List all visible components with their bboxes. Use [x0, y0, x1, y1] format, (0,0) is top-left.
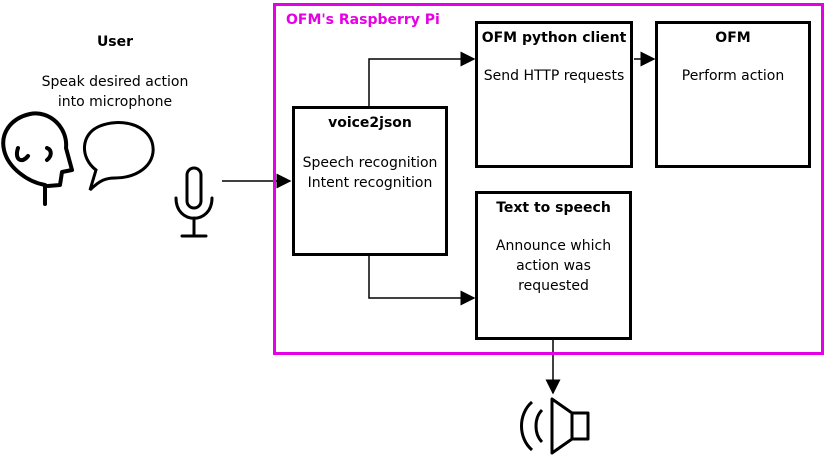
voice2json-line2: Intent recognition: [307, 175, 433, 191]
voice2json-title: voice2json: [328, 115, 412, 131]
tts-line2: action was: [516, 258, 591, 274]
user-title: User: [96, 34, 134, 50]
user-instruction: Speak desired action into microphone: [20, 72, 210, 112]
user-instruction-line2: into microphone: [57, 94, 173, 110]
user-instruction-line1: Speak desired action: [41, 74, 189, 90]
tts-box: Text to speech Announce which action was…: [475, 191, 632, 340]
container-title: OFM's Raspberry Pi: [286, 12, 440, 28]
tts-title: Text to speech: [496, 200, 611, 216]
raspberry-pi-container: [273, 3, 824, 355]
tts-line3: requested: [518, 278, 589, 294]
ofm-box: OFM Perform action: [655, 21, 811, 168]
speech-bubble-icon: [83, 121, 155, 192]
python-client-line1: Send HTTP requests: [483, 68, 625, 84]
tts-line1: Announce which: [495, 238, 612, 254]
voice2json-box: voice2json Speech recognition Intent rec…: [292, 106, 448, 256]
microphone-icon: [174, 166, 214, 238]
ofm-title: OFM: [715, 30, 751, 46]
arrow-voice2json-to-tts: [368, 256, 476, 306]
head-icon: [1, 111, 74, 206]
connectors: [222, 51, 656, 395]
voice2json-line1: Speech recognition: [302, 155, 438, 171]
speaker-icon: [520, 397, 590, 455]
ofm-line1: Perform action: [681, 68, 785, 84]
python-client-box: OFM python client Send HTTP requests: [475, 21, 633, 168]
python-client-title: OFM python client: [481, 30, 627, 46]
arrow-voice2json-to-client: [368, 51, 476, 106]
